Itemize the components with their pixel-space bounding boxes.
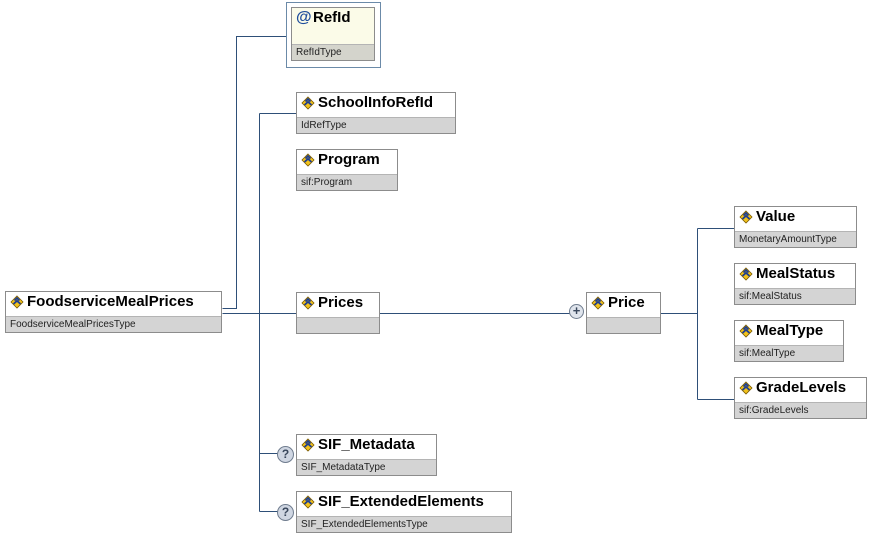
- element-price[interactable]: Price: [586, 292, 661, 334]
- element-icon: [739, 324, 753, 338]
- element-icon: [301, 438, 315, 452]
- element-type: IdRefType: [297, 117, 455, 133]
- element-icon: [301, 495, 315, 509]
- element-schoolinforefid[interactable]: SchoolInfoRefId IdRefType: [296, 92, 456, 134]
- element-mealtype[interactable]: MealType sif:MealType: [734, 320, 844, 362]
- element-name: SchoolInfoRefId: [318, 94, 433, 111]
- element-prices[interactable]: Prices: [296, 292, 380, 334]
- element-name: FoodserviceMealPrices: [27, 293, 194, 310]
- element-sif-metadata[interactable]: SIF_Metadata SIF_MetadataType: [296, 434, 437, 476]
- element-name: MealStatus: [756, 265, 836, 282]
- element-type: FoodserviceMealPricesType: [6, 316, 221, 332]
- element-name: Value: [756, 208, 796, 225]
- attribute-type: RefIdType: [292, 44, 374, 60]
- element-icon: [301, 153, 315, 167]
- attributes-group: @ RefId RefIdType: [286, 2, 381, 68]
- element-type: sif:MealStatus: [735, 288, 855, 304]
- optional-marker-sif-metadata: ?: [277, 446, 294, 463]
- element-name: MealType: [756, 322, 824, 339]
- element-type: sif:Program: [297, 174, 397, 190]
- element-name: Price: [608, 294, 645, 311]
- element-value[interactable]: Value MonetaryAmountType: [734, 206, 857, 248]
- connector-root-attribute: [222, 36, 287, 309]
- element-type: [297, 317, 379, 333]
- element-icon: [301, 296, 315, 310]
- element-icon: [739, 267, 753, 281]
- element-name: GradeLevels: [756, 379, 847, 396]
- element-type: sif:MealType: [735, 345, 843, 361]
- element-type: SIF_MetadataType: [297, 459, 436, 475]
- attribute-name: RefId: [313, 9, 351, 26]
- element-mealstatus[interactable]: MealStatus sif:MealStatus: [734, 263, 856, 305]
- element-name: Program: [318, 151, 380, 168]
- element-name: SIF_ExtendedElements: [318, 493, 484, 510]
- element-sif-extended-elements[interactable]: SIF_ExtendedElements SIF_ExtendedElement…: [296, 491, 512, 533]
- element-icon: [739, 381, 753, 395]
- element-icon: [739, 210, 753, 224]
- root-element-foodservicemealprices[interactable]: FoodserviceMealPrices FoodserviceMealPri…: [5, 291, 222, 333]
- repeat-marker-price: +: [569, 304, 584, 319]
- element-type: SIF_ExtendedElementsType: [297, 516, 511, 532]
- element-type: [587, 317, 660, 333]
- element-gradelevels[interactable]: GradeLevels sif:GradeLevels: [734, 377, 867, 419]
- element-name: SIF_Metadata: [318, 436, 415, 453]
- element-name: Prices: [318, 294, 364, 311]
- element-program[interactable]: Program sif:Program: [296, 149, 398, 191]
- element-icon: [10, 295, 24, 309]
- element-icon: [591, 296, 605, 310]
- element-icon: [301, 96, 315, 110]
- element-type: sif:GradeLevels: [735, 402, 866, 418]
- element-type: MonetaryAmountType: [735, 231, 856, 247]
- at-sign-icon: @: [296, 9, 312, 26]
- optional-marker-sif-extended-elements: ?: [277, 504, 294, 521]
- attribute-refid[interactable]: @ RefId RefIdType: [291, 7, 375, 61]
